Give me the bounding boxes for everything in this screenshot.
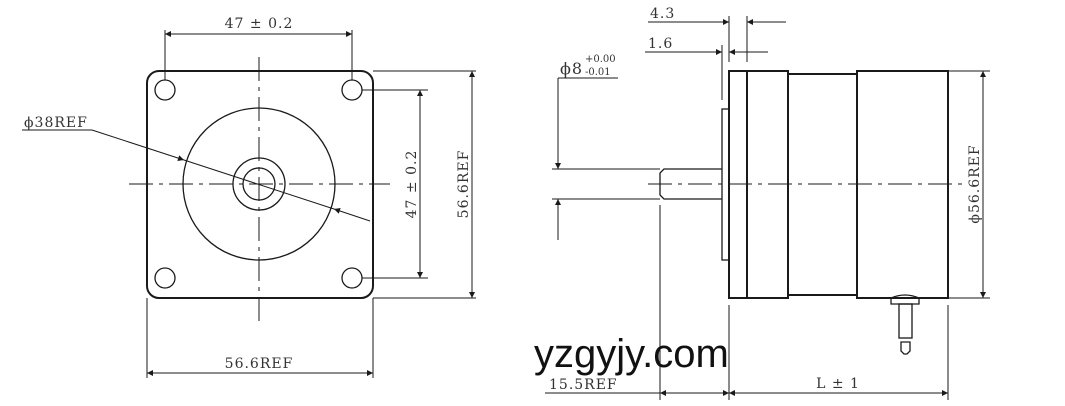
dim-flange-width: 56.6REF — [225, 356, 294, 372]
dim-hole-spacing-horizontal: 47 ± 0.2 — [225, 16, 294, 32]
mounting-hole-br — [341, 267, 363, 289]
connector-tip — [900, 341, 911, 355]
mounting-hole-tr — [341, 79, 363, 101]
mounting-hole-tl — [154, 79, 176, 101]
watermark: yzgyjy.com — [534, 332, 729, 376]
side-view: 4.3 1.6 ϕ8 +0.00 -0.01 ϕ56.6REF 15.5REF … — [545, 6, 990, 400]
dim-shaft-diameter: ϕ8 — [560, 59, 583, 78]
side-pilot-boss — [721, 108, 730, 261]
dim-shaft-tol-lower: -0.01 — [585, 67, 611, 78]
dim-shaft-length: 15.5REF — [549, 377, 618, 393]
dim-hole-spacing-vertical: 47 ± 0.2 — [404, 150, 420, 219]
dim-pilot-diameter: ϕ38REF — [24, 115, 88, 131]
dim-1-6: 1.6 — [648, 36, 673, 52]
dim-shaft-tol-upper: +0.00 — [585, 54, 616, 65]
dim-body-length: L ± 1 — [816, 376, 860, 392]
dim-body-diameter: ϕ56.6REF — [967, 144, 983, 223]
front-view: 47 ± 0.2 47 ± 0.2 56.6REF 56.6REF ϕ38REF — [22, 16, 476, 378]
dim-flange-height: 56.6REF — [456, 150, 472, 219]
connector-cap — [890, 294, 920, 305]
connector-body — [898, 303, 913, 339]
dim-4-3: 4.3 — [650, 6, 675, 22]
mounting-hole-bl — [154, 267, 176, 289]
